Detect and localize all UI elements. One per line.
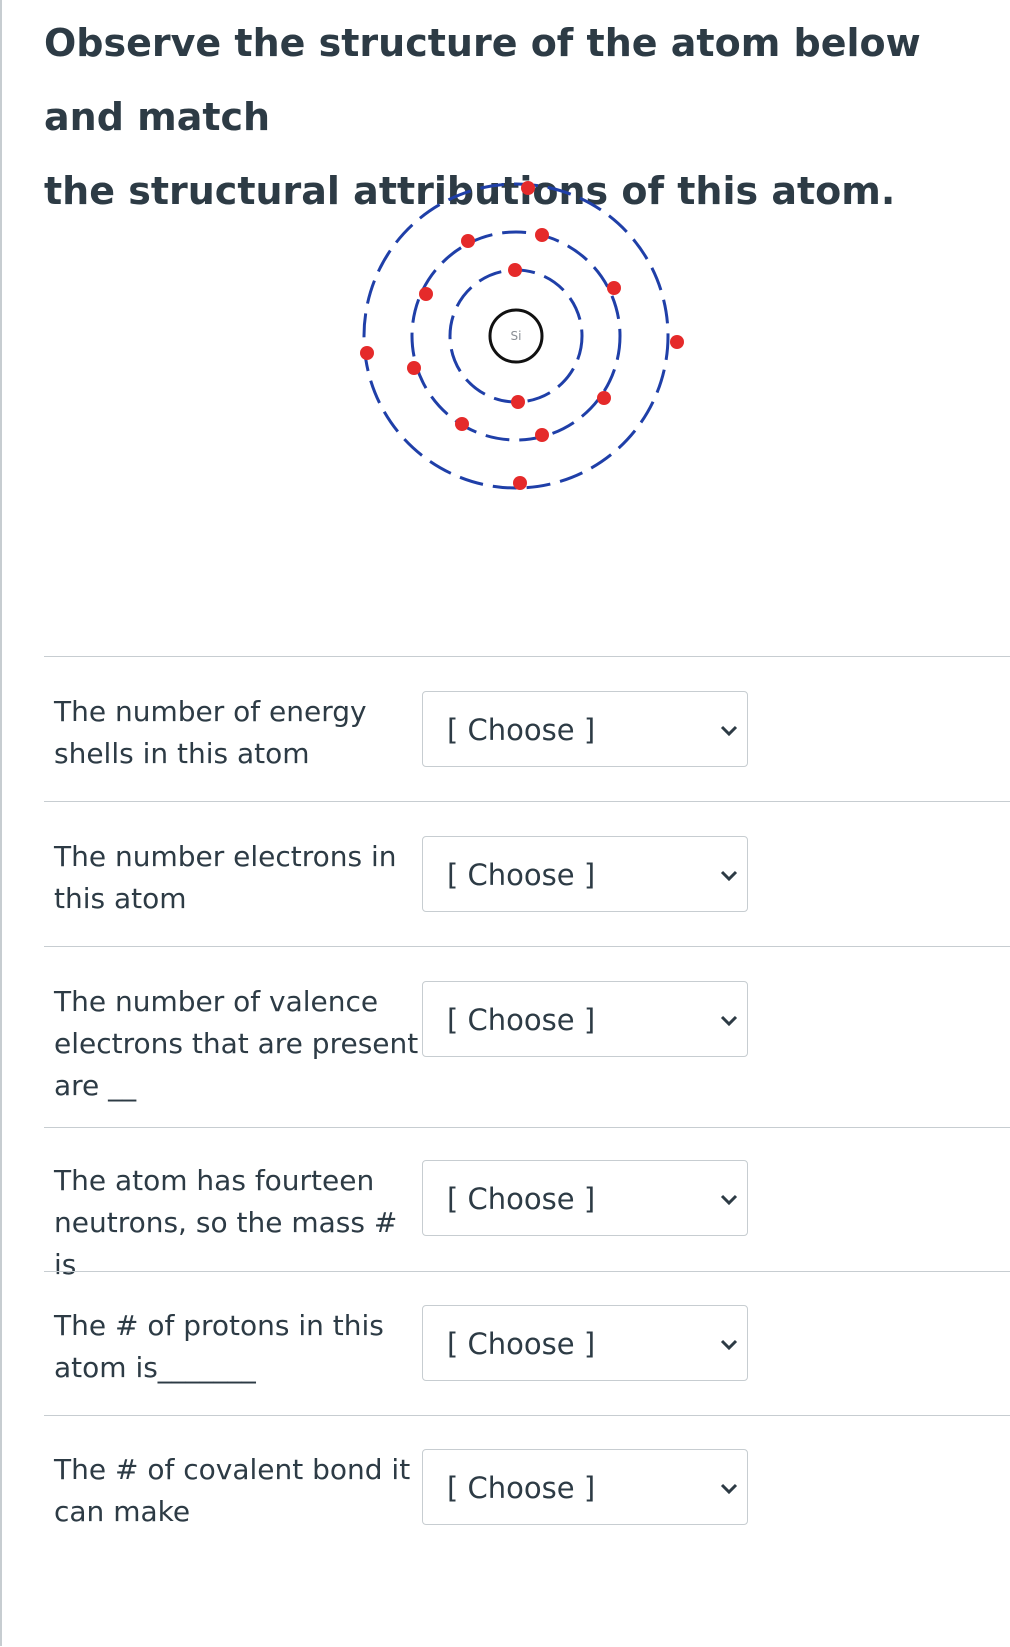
electron-middle-1 [535, 228, 549, 242]
electron-inner-2 [511, 395, 525, 409]
match-label: The # of protons in this atom is_______ [54, 1309, 384, 1384]
select-value: [ Choose ] [447, 1182, 596, 1216]
chevron-down-icon [720, 870, 738, 882]
electron-middle-2 [461, 234, 475, 248]
electron-outer-3 [670, 335, 684, 349]
electron-inner-1 [508, 263, 522, 277]
select-value: [ Choose ] [447, 713, 596, 747]
match-row-valence-electrons: The number of valence electrons that are… [44, 946, 1010, 1127]
match-label: The number of valence electrons that are… [54, 985, 419, 1102]
left-border [0, 0, 2, 1646]
answer-select-valence-electrons[interactable]: [ Choose ] [422, 981, 748, 1057]
select-value: [ Choose ] [447, 858, 596, 892]
chevron-down-icon [720, 1483, 738, 1495]
element-symbol: Si [511, 329, 522, 343]
electron-outer-4 [513, 476, 527, 490]
match-row-mass-number: The atom has fourteen neutrons, so the m… [44, 1127, 1010, 1281]
electron-middle-7 [455, 417, 469, 431]
electron-outer-1 [521, 181, 535, 195]
match-row-covalent-bonds: The # of covalent bond it can make [ Cho… [44, 1415, 1010, 1647]
shell-middle [410, 230, 622, 442]
atom-diagram: Si [360, 181, 684, 490]
chevron-down-icon [720, 1015, 738, 1027]
select-value: [ Choose ] [447, 1003, 596, 1037]
question-line-1: Observe the structure of the atom below … [44, 21, 921, 139]
answer-select-energy-shells[interactable]: [ Choose ] [422, 691, 748, 767]
nucleus [488, 308, 544, 364]
match-label: The number of energy shells in this atom [54, 695, 367, 770]
question-text: Observe the structure of the atom below … [44, 6, 984, 228]
answer-select-electrons[interactable]: [ Choose ] [422, 836, 748, 912]
match-label: The atom has fourteen neutrons, so the m… [54, 1164, 398, 1281]
electron-outer-2 [360, 346, 374, 360]
electron-middle-3 [607, 281, 621, 295]
answer-select-protons[interactable]: [ Choose ] [422, 1305, 748, 1381]
select-value: [ Choose ] [447, 1471, 596, 1505]
electron-middle-4 [419, 287, 433, 301]
match-label: The # of covalent bond it can make [54, 1453, 411, 1528]
answer-select-mass-number[interactable]: [ Choose ] [422, 1160, 748, 1236]
electron-middle-6 [597, 391, 611, 405]
match-row-protons: The # of protons in this atom is_______ … [44, 1271, 1010, 1415]
answer-select-covalent-bonds[interactable]: [ Choose ] [422, 1449, 748, 1525]
chevron-down-icon [720, 1194, 738, 1206]
electron-middle-5 [407, 361, 421, 375]
match-row-energy-shells: The number of energy shells in this atom… [44, 656, 1010, 801]
electron-middle-8 [535, 428, 549, 442]
match-label: The number electrons in this atom [54, 840, 397, 915]
chevron-down-icon [720, 725, 738, 737]
select-value: [ Choose ] [447, 1327, 596, 1361]
chevron-down-icon [720, 1339, 738, 1351]
match-row-electrons: The number electrons in this atom [ Choo… [44, 801, 1010, 946]
